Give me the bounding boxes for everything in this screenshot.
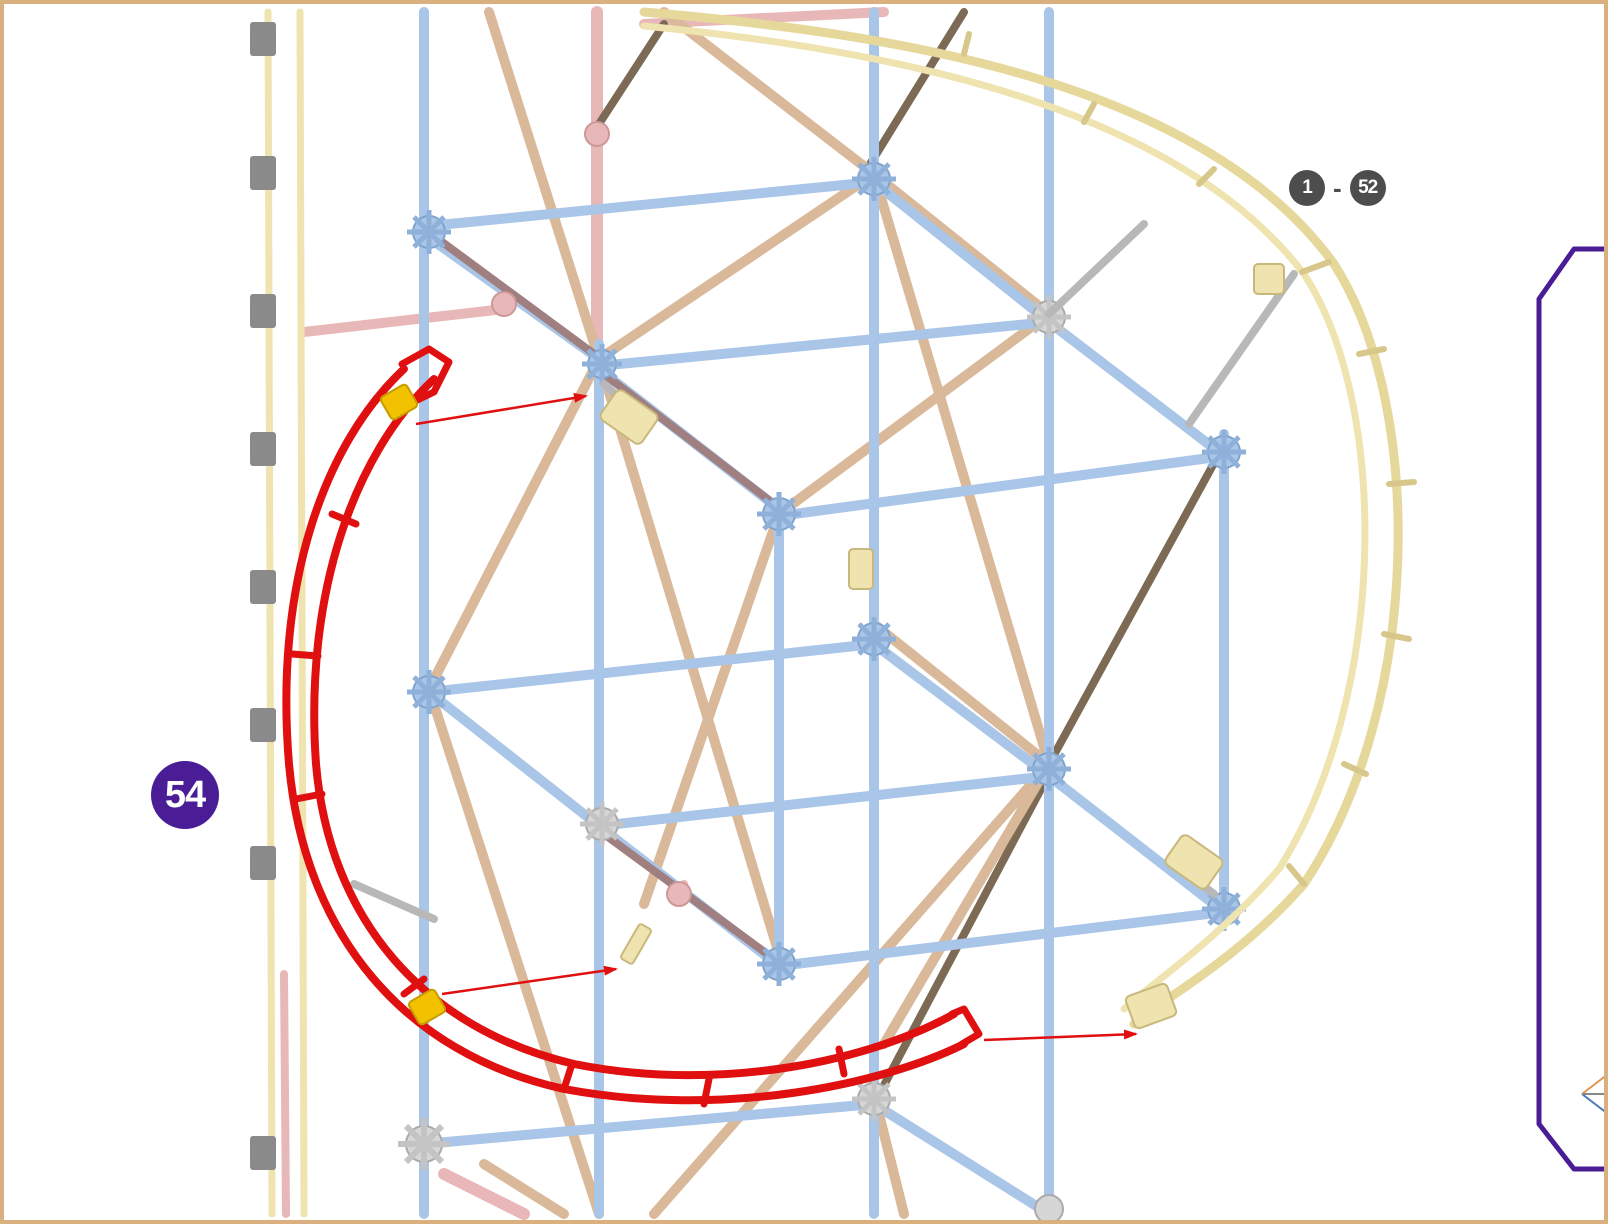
track-clip-pieces bbox=[599, 263, 1285, 1030]
dark-brown-rods bbox=[425, 8, 1223, 1108]
range-separator: - bbox=[1333, 173, 1342, 203]
reference-step-range: 1 - 52 bbox=[1289, 170, 1386, 206]
left-track-rails bbox=[264, 8, 308, 1218]
snowflake-connector-icons bbox=[398, 121, 1246, 1220]
left-rail-clips bbox=[250, 22, 276, 1170]
assembly-illustration bbox=[250, 6, 1604, 1220]
step-number-badge: 54 bbox=[151, 761, 219, 829]
callout-inset-panel-icon bbox=[1536, 246, 1604, 1172]
existing-track-loop bbox=[639, 7, 1417, 1029]
yellow-clip-icons bbox=[379, 383, 447, 1026]
red-curved-track-piece-icon bbox=[282, 345, 983, 1108]
tan-diagonal-rods bbox=[424, 7, 1054, 1219]
range-end-badge: 52 bbox=[1349, 170, 1386, 206]
range-start-badge: 1 bbox=[1289, 170, 1325, 206]
attachment-arrows bbox=[415, 393, 1138, 1042]
